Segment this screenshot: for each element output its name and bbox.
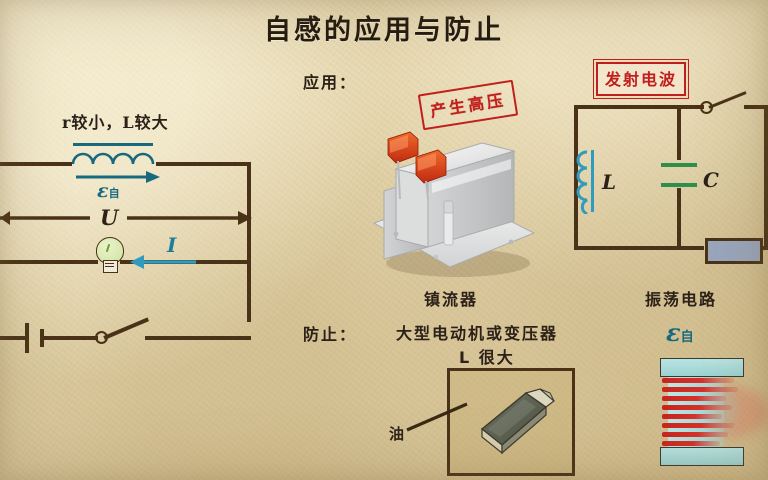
prevention-line-2: L 很大 [459, 348, 515, 367]
coil-flange-bottom [660, 447, 744, 466]
voltage-label: U [100, 205, 119, 230]
capacitor-plate-top [661, 163, 697, 167]
emf-symbol: ε [97, 180, 109, 202]
osc-mid-branch-top [677, 105, 681, 160]
inductor-coil-icon [71, 152, 155, 165]
osc-inductor-core-bar [591, 150, 594, 212]
current-label: I [167, 233, 177, 257]
ballast-photo [366, 95, 541, 280]
osc-left-vertical-wire [574, 105, 578, 250]
osc-inductor-coil-icon [576, 150, 588, 214]
oil-label: 油 [389, 425, 406, 443]
ballast-illustration [372, 131, 536, 277]
page-title: 自感的应用与防止 [264, 15, 504, 46]
top-wire-right [156, 162, 251, 166]
top-wire-left [0, 162, 72, 166]
bottom-wire-a [0, 336, 26, 340]
battery-long-plate [25, 323, 29, 353]
ballast-caption: 镇流器 [424, 290, 479, 309]
application-heading: 应用： [303, 73, 358, 92]
voltage-arrow [0, 211, 252, 225]
emf-subscript: 自 [108, 187, 120, 200]
osc-inductor-label: L [602, 170, 617, 194]
osc-right-vertical-wire [764, 105, 768, 250]
oscillator-caption: 振荡电路 [645, 290, 718, 309]
coil-emf-label: ε自 [666, 318, 694, 347]
resistor-block [705, 238, 763, 264]
coil-flange-top [660, 358, 744, 377]
emit-wave-stamp: 发射电波 [592, 59, 690, 99]
current-arrow [130, 255, 196, 269]
osc-capacitor-label: C [703, 168, 719, 192]
prevention-heading: 防止： [303, 325, 358, 344]
emf-arrow [76, 171, 160, 183]
capacitor-plate-bottom [661, 183, 697, 187]
emf-label: ε自 [97, 180, 120, 202]
red-wound-coil [660, 358, 768, 466]
bottom-wire-c [145, 336, 251, 340]
open-switch-blade[interactable] [103, 317, 149, 340]
osc-top-wire-right [744, 105, 768, 109]
inductor-core-bar [73, 143, 153, 146]
osc-top-wire-left [574, 105, 704, 109]
coil-emf-subscript: 自 [680, 330, 694, 345]
oil-tank-box [447, 368, 575, 476]
right-vertical-wire [247, 162, 251, 322]
bottom-wire-b [43, 336, 98, 340]
immersed-device [480, 388, 555, 455]
osc-mid-branch-bottom [677, 188, 681, 249]
battery-short-plate [40, 329, 44, 347]
bulb-wire-left [0, 260, 98, 264]
condition-label: r较小，L较大 [62, 113, 169, 132]
prevention-line-1: 大型电动机或变压器 [396, 324, 559, 343]
coil-emf-symbol: ε [666, 318, 681, 347]
oil-leader-line [406, 402, 468, 432]
osc-bottom-wire-left [574, 246, 704, 250]
osc-open-switch-blade[interactable] [708, 91, 747, 110]
ballast-terminal-blocks [387, 131, 447, 200]
